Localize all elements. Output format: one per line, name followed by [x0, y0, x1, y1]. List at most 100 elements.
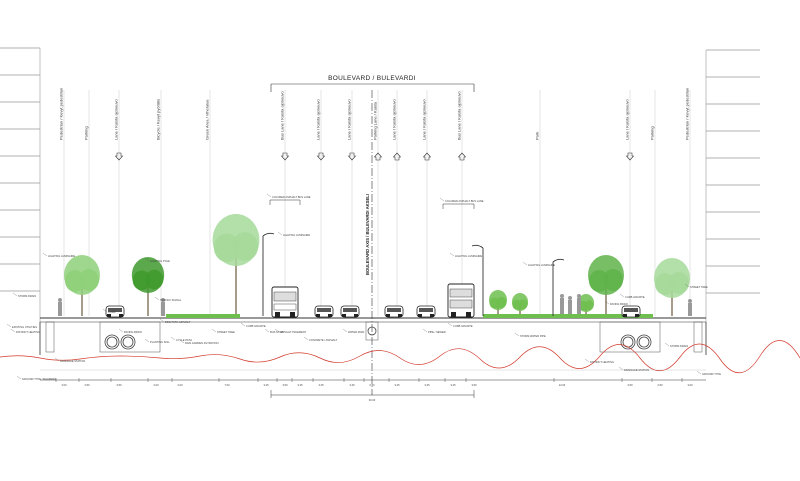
callout-text: STREET TREE [690, 285, 708, 289]
callout: BIKE PATH ASPHALT [159, 318, 191, 324]
callout: BUS STOP [264, 328, 283, 334]
dimension-label: 30.00 [369, 398, 376, 402]
dimension-mark: 2.50 [651, 378, 663, 387]
boulevard-axis: BOULEVARD AXIS / BULEVARDI AKSELI [365, 90, 373, 395]
lane-label: Lane / Kaista ajoneuvo [347, 99, 352, 140]
callouts: LIGHTING LUMINAIRE STORM DRAIN EXISTING UT… [6, 193, 721, 381]
pedestrians [58, 294, 692, 316]
callout: STORM DRAIN [664, 342, 688, 348]
callout: COLORED ASPHALT BUS LANE [266, 193, 311, 199]
tree-icon [212, 214, 260, 316]
lane-13: Lane / Kaista ajoneuvo [625, 90, 635, 316]
lane-10: Lane / Kaista ajoneuvo [422, 90, 432, 316]
dimension-mark: 7.00 [218, 378, 230, 387]
lane-5: Bus Lane / Kaista ajoneuvo [280, 90, 290, 316]
callout: RAIN GARDEN FILTRATION [179, 339, 219, 345]
tree-icon [489, 290, 507, 316]
dimension-label: 3.25 [297, 383, 303, 387]
callout: COLORED ASPHALT BUS LANE [439, 197, 484, 203]
callout: CURB GRANITE [619, 293, 645, 299]
bus-left [271, 286, 299, 318]
tree-icon [577, 294, 595, 316]
tree-icon [654, 258, 690, 316]
section-title: BOULEVARD / BULEVARDI [328, 75, 416, 82]
dimension-label: 3.00 [687, 383, 693, 387]
callout-text: TRAFFIC SIGNAL [160, 298, 182, 302]
callout-text: PAVING BRICK [124, 330, 142, 334]
dimension-label: 3.50 [627, 383, 633, 387]
callout: PAVING BRICK [604, 300, 628, 306]
arrow-down-icon [347, 152, 357, 161]
car-3 [384, 305, 404, 318]
callout-text: LIGHTING LUMINAIRE [455, 254, 482, 258]
dimension-mark: 3.25 [418, 378, 430, 387]
callout: PAVING BRICK [118, 328, 142, 334]
dimension-mark: 3.00 [681, 378, 693, 387]
lane-label: Lane / Kaista ajoneuvo [114, 99, 119, 140]
callout-text: EXISTING UTILITIES [12, 325, 37, 329]
lane-2: Lane / Kaista ajoneuvo [114, 90, 124, 316]
callout: GROUND TYPE [696, 370, 721, 376]
dimension-label: 3.50 [282, 383, 288, 387]
callout-text: DRAINAGE STATION [60, 359, 85, 363]
dimension-mark: 12.00 [553, 378, 566, 387]
callout-text: ASPHALT PAVEMENT [280, 330, 307, 334]
dimension-mark: 3.25 [257, 378, 269, 387]
callout: DRAINAGE STATION [54, 357, 85, 363]
callout-text: STREET TREE [217, 330, 235, 334]
dimension-label: 2.50 [657, 383, 663, 387]
callout: GROUND TYPE / MAAPERÄ [16, 375, 56, 381]
lane-label: Bus Lane / Kaista ajoneuvo [280, 91, 285, 140]
callout: STORM DRAIN [12, 292, 36, 298]
lane-label: Parking [84, 126, 89, 140]
lane-label: Lane / Kaista ajoneuvo [316, 99, 321, 140]
callout-text: BUS STOP [270, 330, 283, 334]
callout: TRAFFIC SIGNAL [154, 296, 182, 302]
utility-trench-right [599, 321, 661, 353]
dimension-label: 12.00 [559, 383, 566, 387]
lane-6: Lane / Kaista ajoneuvo [316, 90, 326, 316]
lane-label: Bus Lane / Kaista ajoneuvo [457, 91, 462, 140]
right-building [705, 49, 760, 322]
dimension-label: 3.25 [263, 383, 269, 387]
grass-strip-right [483, 314, 653, 318]
callout: LIGHTING LUMINAIRE [277, 231, 310, 237]
arrow-down-icon [625, 152, 635, 161]
callout: STREET TREE [211, 328, 235, 334]
vehicles [105, 283, 641, 318]
callout-text: LIGHTING LUMINAIRE [283, 233, 310, 237]
left-building [0, 47, 41, 382]
tree-icon [511, 293, 529, 316]
callout-text: PAVING BRICK [610, 302, 628, 306]
dimension-mark: 3.50 [465, 378, 477, 387]
callout-text: STORM DRAIN [18, 294, 36, 298]
callout: WATER MAIN [342, 328, 364, 334]
lane-label: Pedestrian / Kevyt pedestrian [59, 88, 64, 140]
lane-label: Bicycle / Kevyt pyörätie [156, 98, 161, 140]
dimension-label: 3.50 [116, 383, 122, 387]
callout: DRAINAGE STATION [618, 366, 649, 372]
dimension-label: 3.25 [450, 383, 456, 387]
dimension-label: 3.25 [394, 383, 400, 387]
bus-lane-brackets [269, 199, 475, 209]
dimension-label: 7.00 [224, 383, 230, 387]
lane-label: Lane / Kaista ajoneuvo [422, 99, 427, 140]
arrow-down-icon [114, 152, 124, 161]
arrow-down-icon [316, 152, 326, 161]
street-lamps [262, 232, 565, 316]
grass-strip-left [166, 314, 240, 318]
tree-icon [131, 257, 165, 316]
callout: LIGHTING LUMINAIRE [449, 252, 482, 258]
lane-12: Park [535, 90, 541, 316]
lane-label: Parking [650, 126, 655, 140]
callout: EXISTING UTILITIES [6, 323, 37, 329]
callout: STORM WATER PIPE [514, 332, 546, 338]
dimension-mark: 3.25 [343, 378, 355, 387]
lane-4: Green Area / Viheralue [205, 90, 211, 316]
callout-text: RAIN GARDEN FILTRATION [185, 341, 219, 345]
tree-icon [588, 255, 624, 316]
callout: LIGHTING LUMINAIRE [522, 261, 555, 267]
tree-icon [64, 255, 100, 316]
dimension-mark: 3.50 [110, 378, 122, 387]
